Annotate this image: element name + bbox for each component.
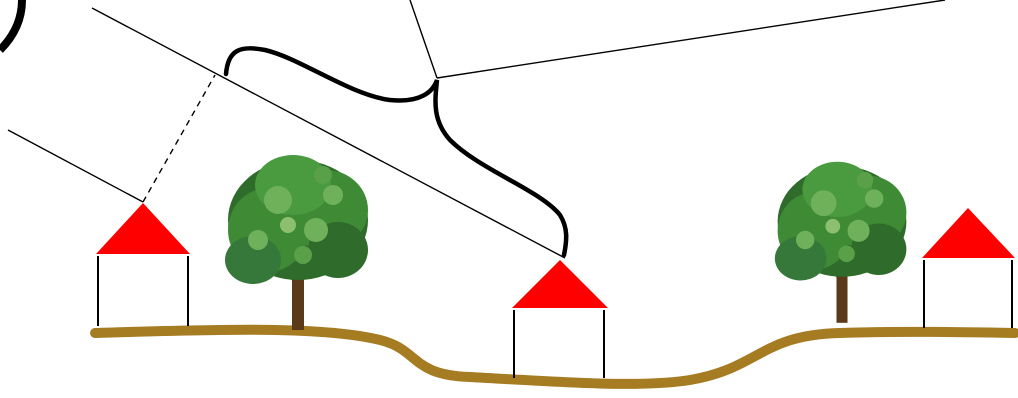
tree-icon (225, 155, 368, 330)
house-right (922, 208, 1015, 328)
house-left (96, 203, 190, 326)
sight-line-upper-long (437, 0, 945, 78)
tree-icon (775, 162, 907, 323)
tree-left (225, 155, 368, 330)
house-icon (96, 203, 190, 254)
top-left-arc (0, 0, 22, 50)
sight-line-dashed (143, 75, 215, 202)
sight-line-left-lower (8, 130, 143, 202)
house-middle (512, 260, 608, 378)
ground-line (95, 330, 1015, 384)
house-icon (922, 208, 1015, 258)
tree-right (775, 162, 907, 323)
sight-line-upper-short (410, 0, 437, 78)
house-icon (512, 260, 608, 308)
